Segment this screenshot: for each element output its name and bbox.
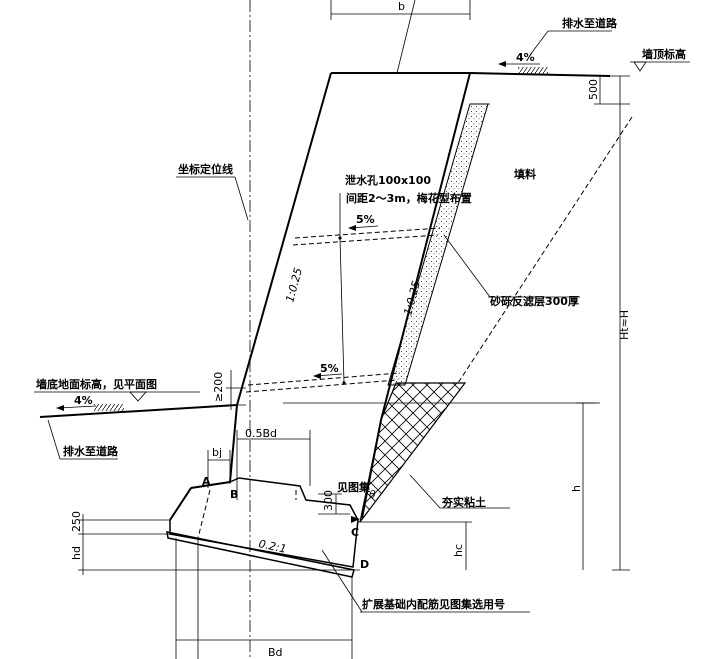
point-d-label: D	[360, 558, 369, 571]
dim-250-label: 250	[70, 511, 83, 532]
dim-ht-label: Ht≈H	[618, 310, 631, 340]
slope-ground-label: 4%	[74, 394, 93, 407]
top-ground-line	[469, 72, 611, 77]
drain-road-bottom-label: 排水至道路	[63, 444, 119, 458]
slope-5-lower-label: 5%	[320, 362, 339, 375]
weep-hole-label-2: 间距2～3m，梅花型布置	[346, 191, 472, 205]
dim-300-label: 300	[322, 490, 335, 511]
filter-layer-band	[387, 103, 489, 386]
dim-bj-label: bj	[212, 446, 222, 459]
theta-label: θ	[369, 488, 376, 501]
dim-500-label: 500	[587, 79, 600, 100]
slip-surface-line	[457, 116, 633, 384]
face-ratio-label: 1:0.25	[283, 266, 305, 303]
point-a-label: A	[202, 475, 211, 488]
left-ground-line	[39, 404, 238, 418]
dim-h-label: h	[570, 485, 583, 492]
wall-top-elevation-label: 墙顶标高	[642, 47, 686, 61]
see-atlas-label: 见图集	[337, 480, 371, 494]
top-ground-hatch	[518, 67, 548, 74]
dim-b-label: b	[398, 0, 405, 13]
dim-hd-label: hd	[70, 546, 83, 560]
dim-hc-label: hc	[452, 544, 465, 557]
wall-face-lower	[229, 404, 238, 483]
dim-200-label: ≥200	[212, 372, 225, 402]
left-ground-hatch	[94, 404, 124, 411]
ground-elevation-label: 墙底地面标高，见平面图	[36, 377, 157, 391]
wall-face-line	[236, 72, 332, 406]
point-b-label: B	[230, 488, 238, 501]
drain-road-top-label: 排水至道路	[562, 16, 618, 30]
dim-05bd-label: 0.5Bd	[245, 427, 277, 440]
filter-layer-label: 砂砾反滤层300厚	[490, 294, 579, 308]
fill-label: 填料	[514, 167, 536, 181]
weep-hole-label-1: 泄水孔100x100	[345, 173, 431, 187]
coord-line-label: 坐标定位线	[178, 162, 233, 176]
slope-top-label: 4%	[516, 51, 535, 64]
point-c-label: C	[351, 526, 359, 539]
rebar-note-label: 扩展基础内配筋见图集选用号	[362, 597, 505, 611]
compacted-clay-label: 夯实粘土	[441, 495, 486, 509]
dim-bd-label: Bd	[268, 646, 283, 659]
base-ratio-label: 0.2:1	[257, 537, 287, 556]
slope-5-upper-label: 5%	[356, 213, 375, 226]
